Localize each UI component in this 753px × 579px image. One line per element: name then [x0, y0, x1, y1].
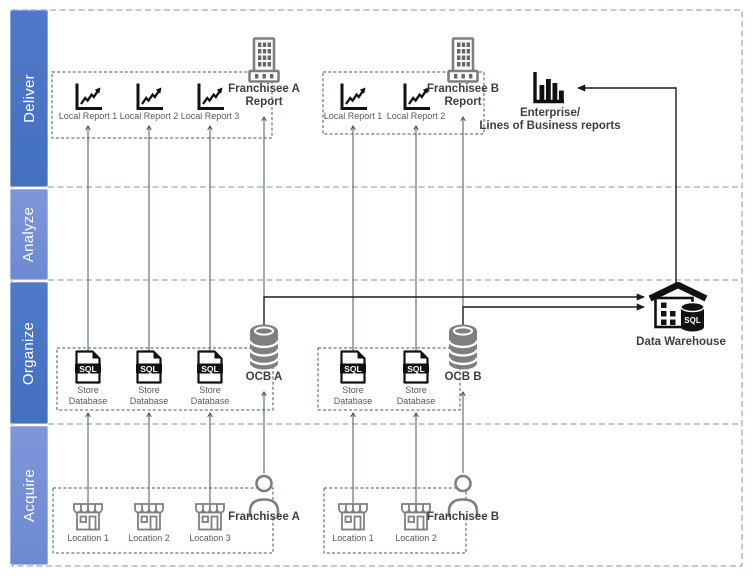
band-deliver: Deliver [10, 10, 48, 187]
local-report-label: Local Report 1 [323, 111, 383, 121]
sql-file-icon [339, 350, 367, 384]
enterprise-reports-line1: Enterprise/ [519, 107, 581, 119]
flow-arrows [85, 115, 466, 503]
local-report-label: Local Report 3 [180, 111, 240, 121]
line-chart-icon [134, 82, 164, 112]
warehouse-arrows [263, 84, 677, 326]
franchisee-b-label: Franchisee B [426, 511, 500, 523]
line-chart-icon [338, 82, 368, 112]
deliver-group-b-box [322, 71, 485, 135]
building-icon [445, 37, 481, 83]
bar-chart-icon [530, 70, 566, 106]
data-warehouse-label: Data Warehouse [636, 336, 726, 348]
band-organize-label: Organize [20, 321, 38, 385]
group-boxes [51, 71, 485, 554]
sql-file-icon [74, 350, 102, 384]
band-acquire-label: Acquire [20, 469, 38, 522]
acquire-group-b-box [323, 487, 467, 554]
ocb-b-label: OCB B [444, 371, 482, 383]
local-report-label: Local Report 1 [58, 111, 118, 121]
franchisee-a-report-label: Franchisee A Report [221, 83, 307, 109]
band-analyze-label: Analyze [20, 206, 38, 263]
franchisee-b-report-label: Franchisee B Report [420, 83, 506, 109]
location-label: Location 3 [189, 533, 231, 543]
franchisee-a-report-line1: Franchisee A [228, 83, 300, 95]
store-database-label: Store Database [190, 385, 230, 406]
diagram-frame [11, 9, 743, 567]
organize-group-b-box [317, 347, 461, 411]
store-database-label: Store Database [129, 385, 169, 406]
organize-group-a-box [56, 347, 274, 411]
band-organize: Organize [10, 282, 48, 424]
sql-file-icon [135, 350, 163, 384]
enterprise-reports-line2: Lines of Business reports [479, 119, 621, 132]
store-database-label: Store Database [396, 385, 436, 406]
band-deliver-label: Deliver [20, 74, 38, 123]
deliver-group-a-box [51, 71, 273, 139]
store-database-label: Store Database [333, 385, 373, 406]
band-analyze: Analyze [10, 189, 48, 280]
storefront-icon [71, 503, 105, 531]
storefront-icon [336, 503, 370, 531]
location-label: Location 2 [395, 533, 437, 543]
line-chart-icon [73, 82, 103, 112]
franchisee-a-label: Franchisee A [228, 511, 300, 523]
location-label: Location 1 [67, 533, 109, 543]
sql-file-icon [402, 350, 430, 384]
local-report-label: Local Report 2 [119, 111, 179, 121]
enterprise-reports-label: Enterprise/ Lines of Business reports [470, 107, 630, 133]
local-report-label: Local Report 2 [386, 111, 446, 121]
acquire-group-a-box [52, 487, 274, 554]
franchisee-b-report-line2: Report [444, 95, 482, 108]
database-cylinder-icon [248, 324, 280, 370]
band-acquire: Acquire [10, 426, 48, 565]
database-cylinder-icon [447, 324, 479, 370]
sql-file-icon [196, 350, 224, 384]
data-warehouse-icon [648, 282, 708, 334]
ocb-a-label: OCB A [245, 371, 283, 383]
franchisee-b-report-line1: Franchisee B [426, 83, 500, 95]
franchisee-a-report-line2: Report [245, 95, 283, 108]
location-label: Location 1 [332, 533, 374, 543]
storefront-icon [132, 503, 166, 531]
building-icon [246, 37, 282, 83]
location-label: Location 2 [128, 533, 170, 543]
store-database-label: Store Database [68, 385, 108, 406]
